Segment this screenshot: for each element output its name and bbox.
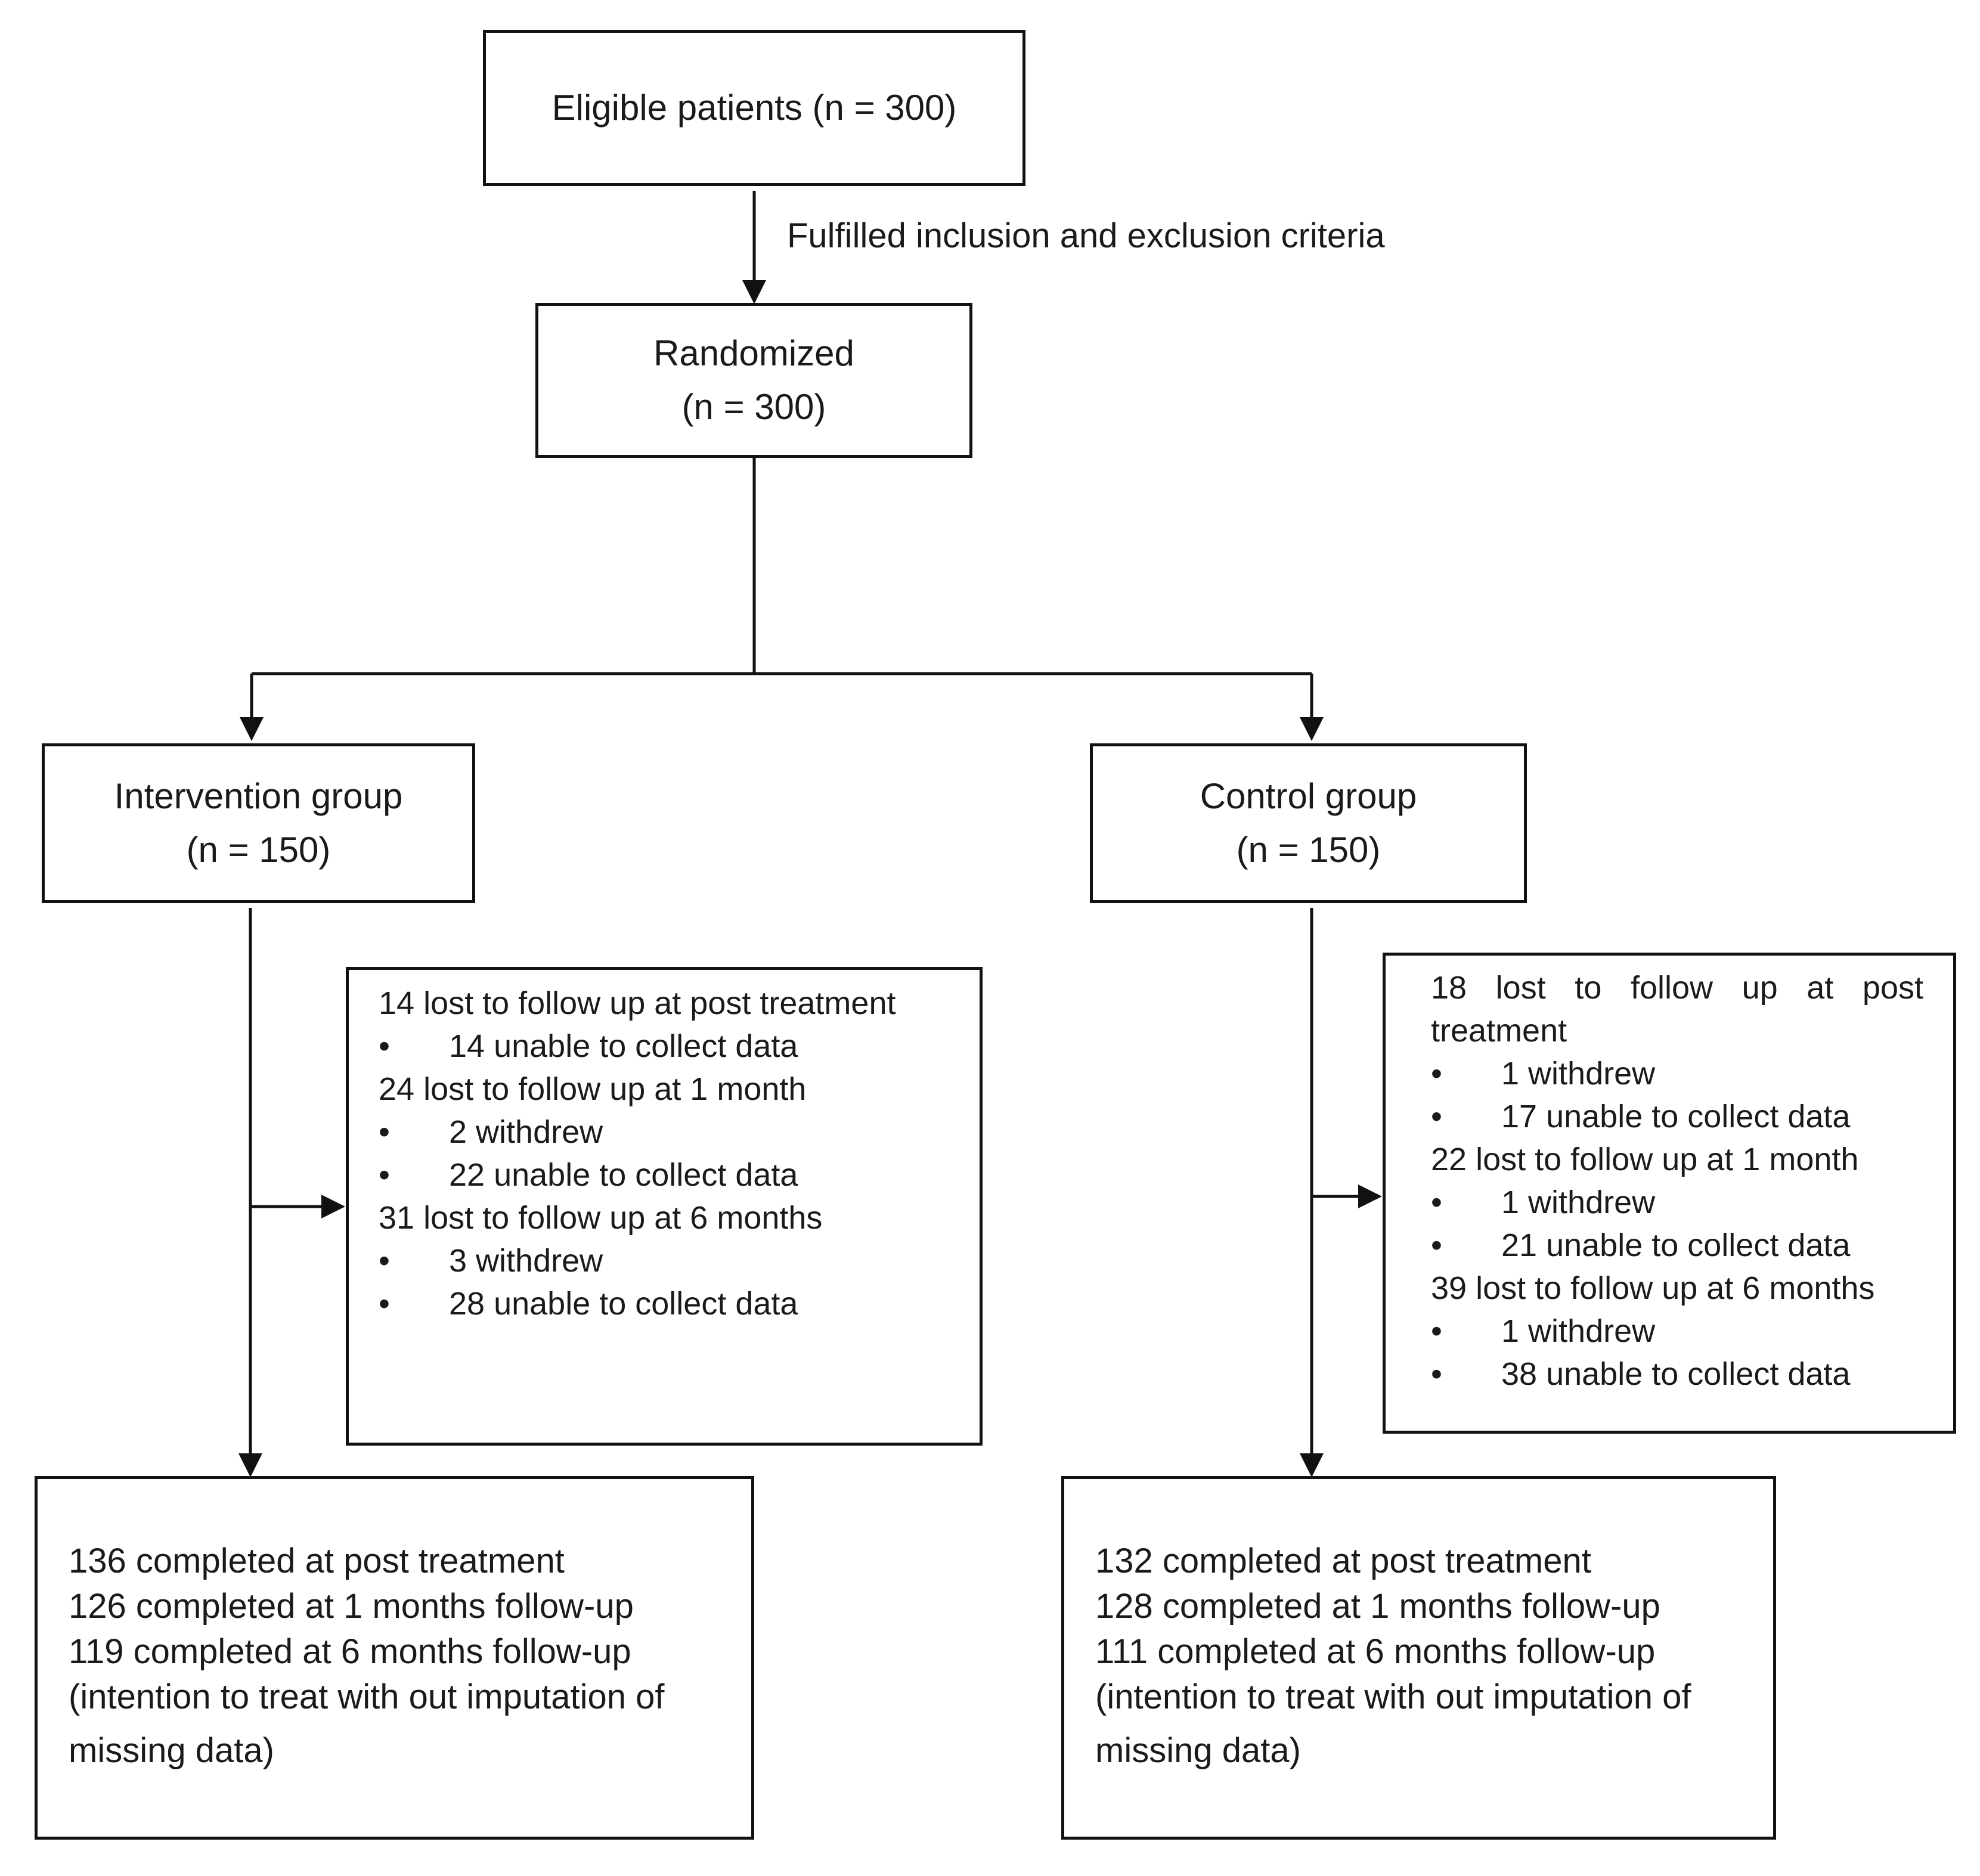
intervention-completed-line: (intention to treat with out imputation … [69, 1677, 665, 1716]
control-completed-line: 111 completed at 6 months follow-up [1095, 1632, 1656, 1671]
intervention-completed-line: 126 completed at 1 months follow-up [69, 1587, 634, 1626]
control-loss-month1-heading: 22 lost to follow up at 1 month [1431, 1142, 1859, 1177]
control-group-count: (n = 150) [1236, 830, 1381, 870]
intervention-loss-post-item: 14 unable to collect data [379, 1025, 980, 1068]
control-loss-month6-item: 1 withdrew [1431, 1310, 1923, 1353]
intervention-group-count: (n = 150) [186, 830, 331, 870]
control-loss-post-heading: 18 lost to follow up at post [1431, 970, 1923, 1006]
control-loss-post-heading-cont: treatment [1431, 1013, 1567, 1049]
control-loss-post-item: 17 unable to collect data [1431, 1095, 1923, 1138]
randomized-count: (n = 300) [681, 387, 826, 427]
intervention-loss-month1-item: 22 unable to collect data [379, 1153, 980, 1196]
control-loss-post-item: 1 withdrew [1431, 1052, 1923, 1095]
intervention-loss-month6-item: 3 withdrew [379, 1239, 980, 1282]
intervention-completed-line: 119 completed at 6 months follow-up [69, 1632, 631, 1671]
control-completed-box: 132 completed at post treatment 128 comp… [1061, 1476, 1776, 1840]
control-loss-month1-item: 21 unable to collect data [1431, 1224, 1923, 1267]
control-loss-month6-heading: 39 lost to follow up at 6 months [1431, 1270, 1875, 1306]
intervention-group-title: Intervention group [114, 776, 403, 816]
control-completed-line: (intention to treat with out imputation … [1095, 1677, 1691, 1716]
intervention-loss-post-heading: 14 lost to follow up at post treatment [379, 985, 896, 1021]
control-loss-month6-item: 38 unable to collect data [1431, 1353, 1923, 1396]
control-group-title: Control group [1200, 776, 1417, 816]
intervention-loss-box: 14 lost to follow up at post treatment 1… [346, 967, 983, 1446]
intervention-group-box: Intervention group (n = 150) [42, 743, 475, 903]
randomized-title: Randomized [653, 333, 854, 373]
control-loss-box: 18 lost to follow up at post treatment 1… [1383, 953, 1956, 1434]
intervention-loss-month6-heading: 31 lost to follow up at 6 months [379, 1200, 823, 1236]
control-loss-month1-item: 1 withdrew [1431, 1181, 1923, 1224]
intervention-loss-month1-item: 2 withdrew [379, 1111, 980, 1153]
control-group-box: Control group (n = 150) [1090, 743, 1527, 903]
control-completed-line: 132 completed at post treatment [1095, 1542, 1591, 1580]
randomized-box: Randomized (n = 300) [535, 303, 972, 458]
intervention-completed-line: missing data) [69, 1731, 274, 1770]
intervention-loss-month6-item: 28 unable to collect data [379, 1282, 980, 1325]
criteria-label: Fulfilled inclusion and exclusion criter… [787, 216, 1385, 255]
control-completed-line: missing data) [1095, 1731, 1301, 1770]
intervention-completed-box: 136 completed at post treatment 126 comp… [35, 1476, 754, 1840]
eligible-patients-label: Eligible patients (n = 300) [551, 88, 957, 128]
eligible-patients-box: Eligible patients (n = 300) [483, 30, 1025, 186]
intervention-loss-month1-heading: 24 lost to follow up at 1 month [379, 1071, 807, 1107]
intervention-completed-line: 136 completed at post treatment [69, 1542, 565, 1580]
control-completed-line: 128 completed at 1 months follow-up [1095, 1587, 1660, 1626]
